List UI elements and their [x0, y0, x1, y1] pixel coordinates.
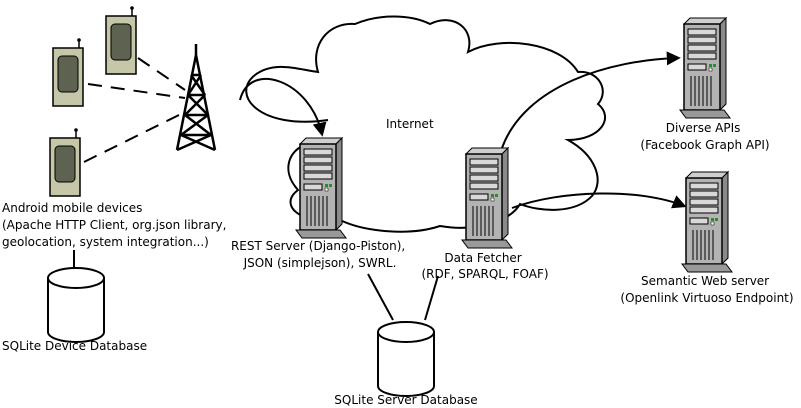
arrow-to-diverse-apis: [501, 51, 681, 149]
diverse-apis-label: Diverse APIs (Facebook Graph API): [640, 121, 769, 152]
internet-label: Internet: [386, 117, 434, 131]
internet-cloud: [245, 15, 606, 233]
semantic-server-label: Semantic Web server (Openlink Virtuoso E…: [620, 274, 793, 305]
device-database-icon: [47, 267, 105, 343]
wireless-link: [83, 111, 186, 163]
data-fetcher-server-icon: [461, 147, 513, 249]
arrow-to-semantic-server: [511, 192, 687, 209]
rest-server-label: REST Server (Django-Piston), JSON (simpl…: [231, 239, 409, 270]
phone-icon: [49, 127, 81, 197]
arrow-to-rest-server: [239, 77, 327, 137]
server-database-label: SQLite Server Database: [334, 393, 477, 407]
android-devices-label: Android mobile devices (Apache HTTP Clie…: [2, 201, 230, 249]
wireless-link: [137, 57, 186, 91]
device-database-label: SQLite Device Database: [2, 339, 147, 353]
rest-server-icon: [295, 137, 347, 239]
data-fetcher-label: Data Fetcher (RDF, SPARQL, FOAF): [421, 251, 548, 281]
antenna-tower-icon: [175, 44, 217, 152]
semantic-web-server-icon: [681, 171, 733, 273]
connector: [367, 273, 394, 321]
connector: [424, 275, 439, 321]
diverse-apis-server-icon: [679, 17, 731, 119]
phone-icon: [105, 5, 137, 75]
wireless-link: [87, 83, 186, 99]
phone-icon: [52, 37, 84, 107]
server-database-icon: [377, 321, 435, 397]
